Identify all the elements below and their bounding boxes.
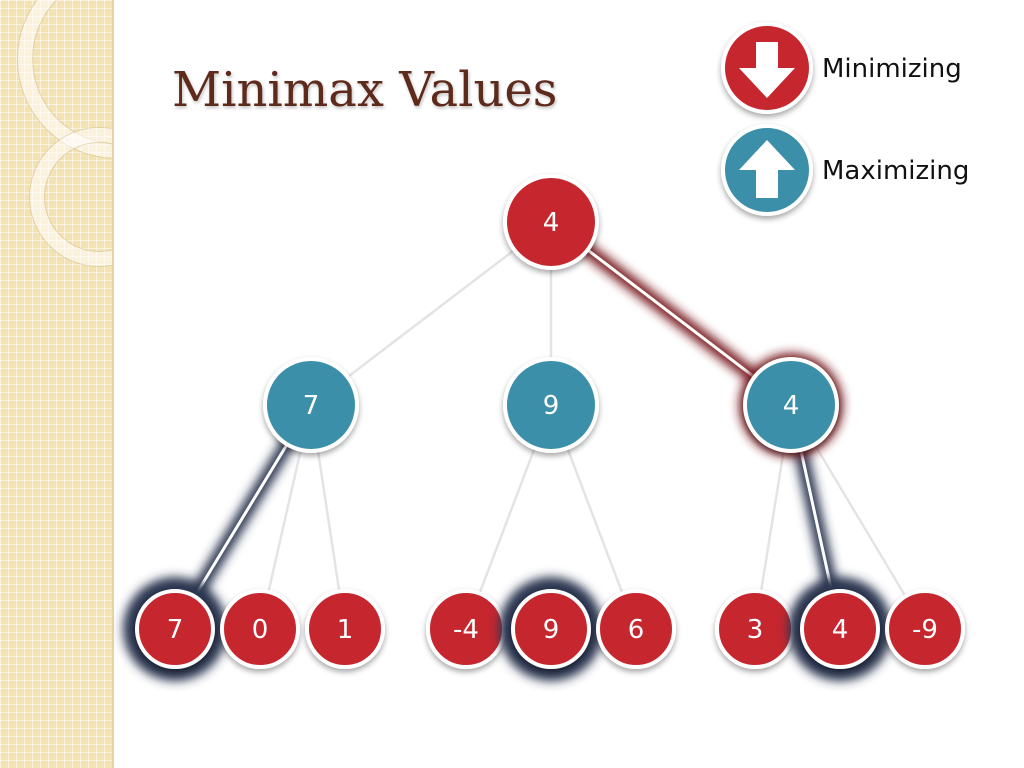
up-arrow-icon <box>739 140 795 198</box>
decorative-sidebar <box>0 0 114 768</box>
leaf-min-node: 1 <box>305 589 385 669</box>
max-node: 4 <box>739 353 843 457</box>
node-value: 4 <box>543 208 560 238</box>
legend-minimizing-label: Minimizing <box>822 54 962 84</box>
node-value: 3 <box>747 615 764 645</box>
leaf-min-node: 6 <box>596 589 676 669</box>
root-min-node: 4 <box>503 174 599 270</box>
node-circle <box>511 589 591 669</box>
node-value: 1 <box>337 615 354 645</box>
leaf-min-node: 3 <box>715 589 795 669</box>
node-circle <box>885 589 965 669</box>
node-circle <box>503 357 599 453</box>
node-value: 9 <box>543 391 560 421</box>
node-value: 6 <box>628 615 645 645</box>
node-circle <box>263 357 359 453</box>
page-title: Minimax Values <box>172 62 558 118</box>
legend-max-icon <box>721 124 813 216</box>
node-value: -4 <box>453 615 479 645</box>
tree-edge <box>309 220 553 407</box>
node-circle <box>305 589 385 669</box>
node-value: 7 <box>167 615 184 645</box>
node-circle <box>743 357 839 453</box>
node-value: 9 <box>543 615 560 645</box>
node-circle <box>220 589 300 669</box>
node-circle <box>596 589 676 669</box>
node-value: 0 <box>252 615 269 645</box>
node-value: -9 <box>912 615 938 645</box>
leaf-min-node: 7 <box>123 577 227 681</box>
node-circle <box>503 174 599 270</box>
leaf-min-node: 4 <box>788 577 892 681</box>
max-node: 9 <box>503 357 599 453</box>
node-value: 4 <box>783 391 800 421</box>
node-value: 4 <box>832 615 849 645</box>
leaf-min-node: -4 <box>426 589 506 669</box>
down-arrow-icon <box>739 42 795 98</box>
max-node: 7 <box>263 357 359 453</box>
node-circle <box>800 589 880 669</box>
leaf-min-node: -9 <box>885 589 965 669</box>
leaf-min-node: 9 <box>499 577 603 681</box>
leaf-min-node: 0 <box>220 589 300 669</box>
legend-maximizing-label: Maximizing <box>822 156 970 186</box>
node-value: 7 <box>303 391 320 421</box>
legend-min-icon <box>721 22 813 114</box>
tree-nodes: 4 7 7 0 1 9 -4 9 6 4 3 4 -9 <box>123 174 965 681</box>
node-circle <box>135 589 215 669</box>
